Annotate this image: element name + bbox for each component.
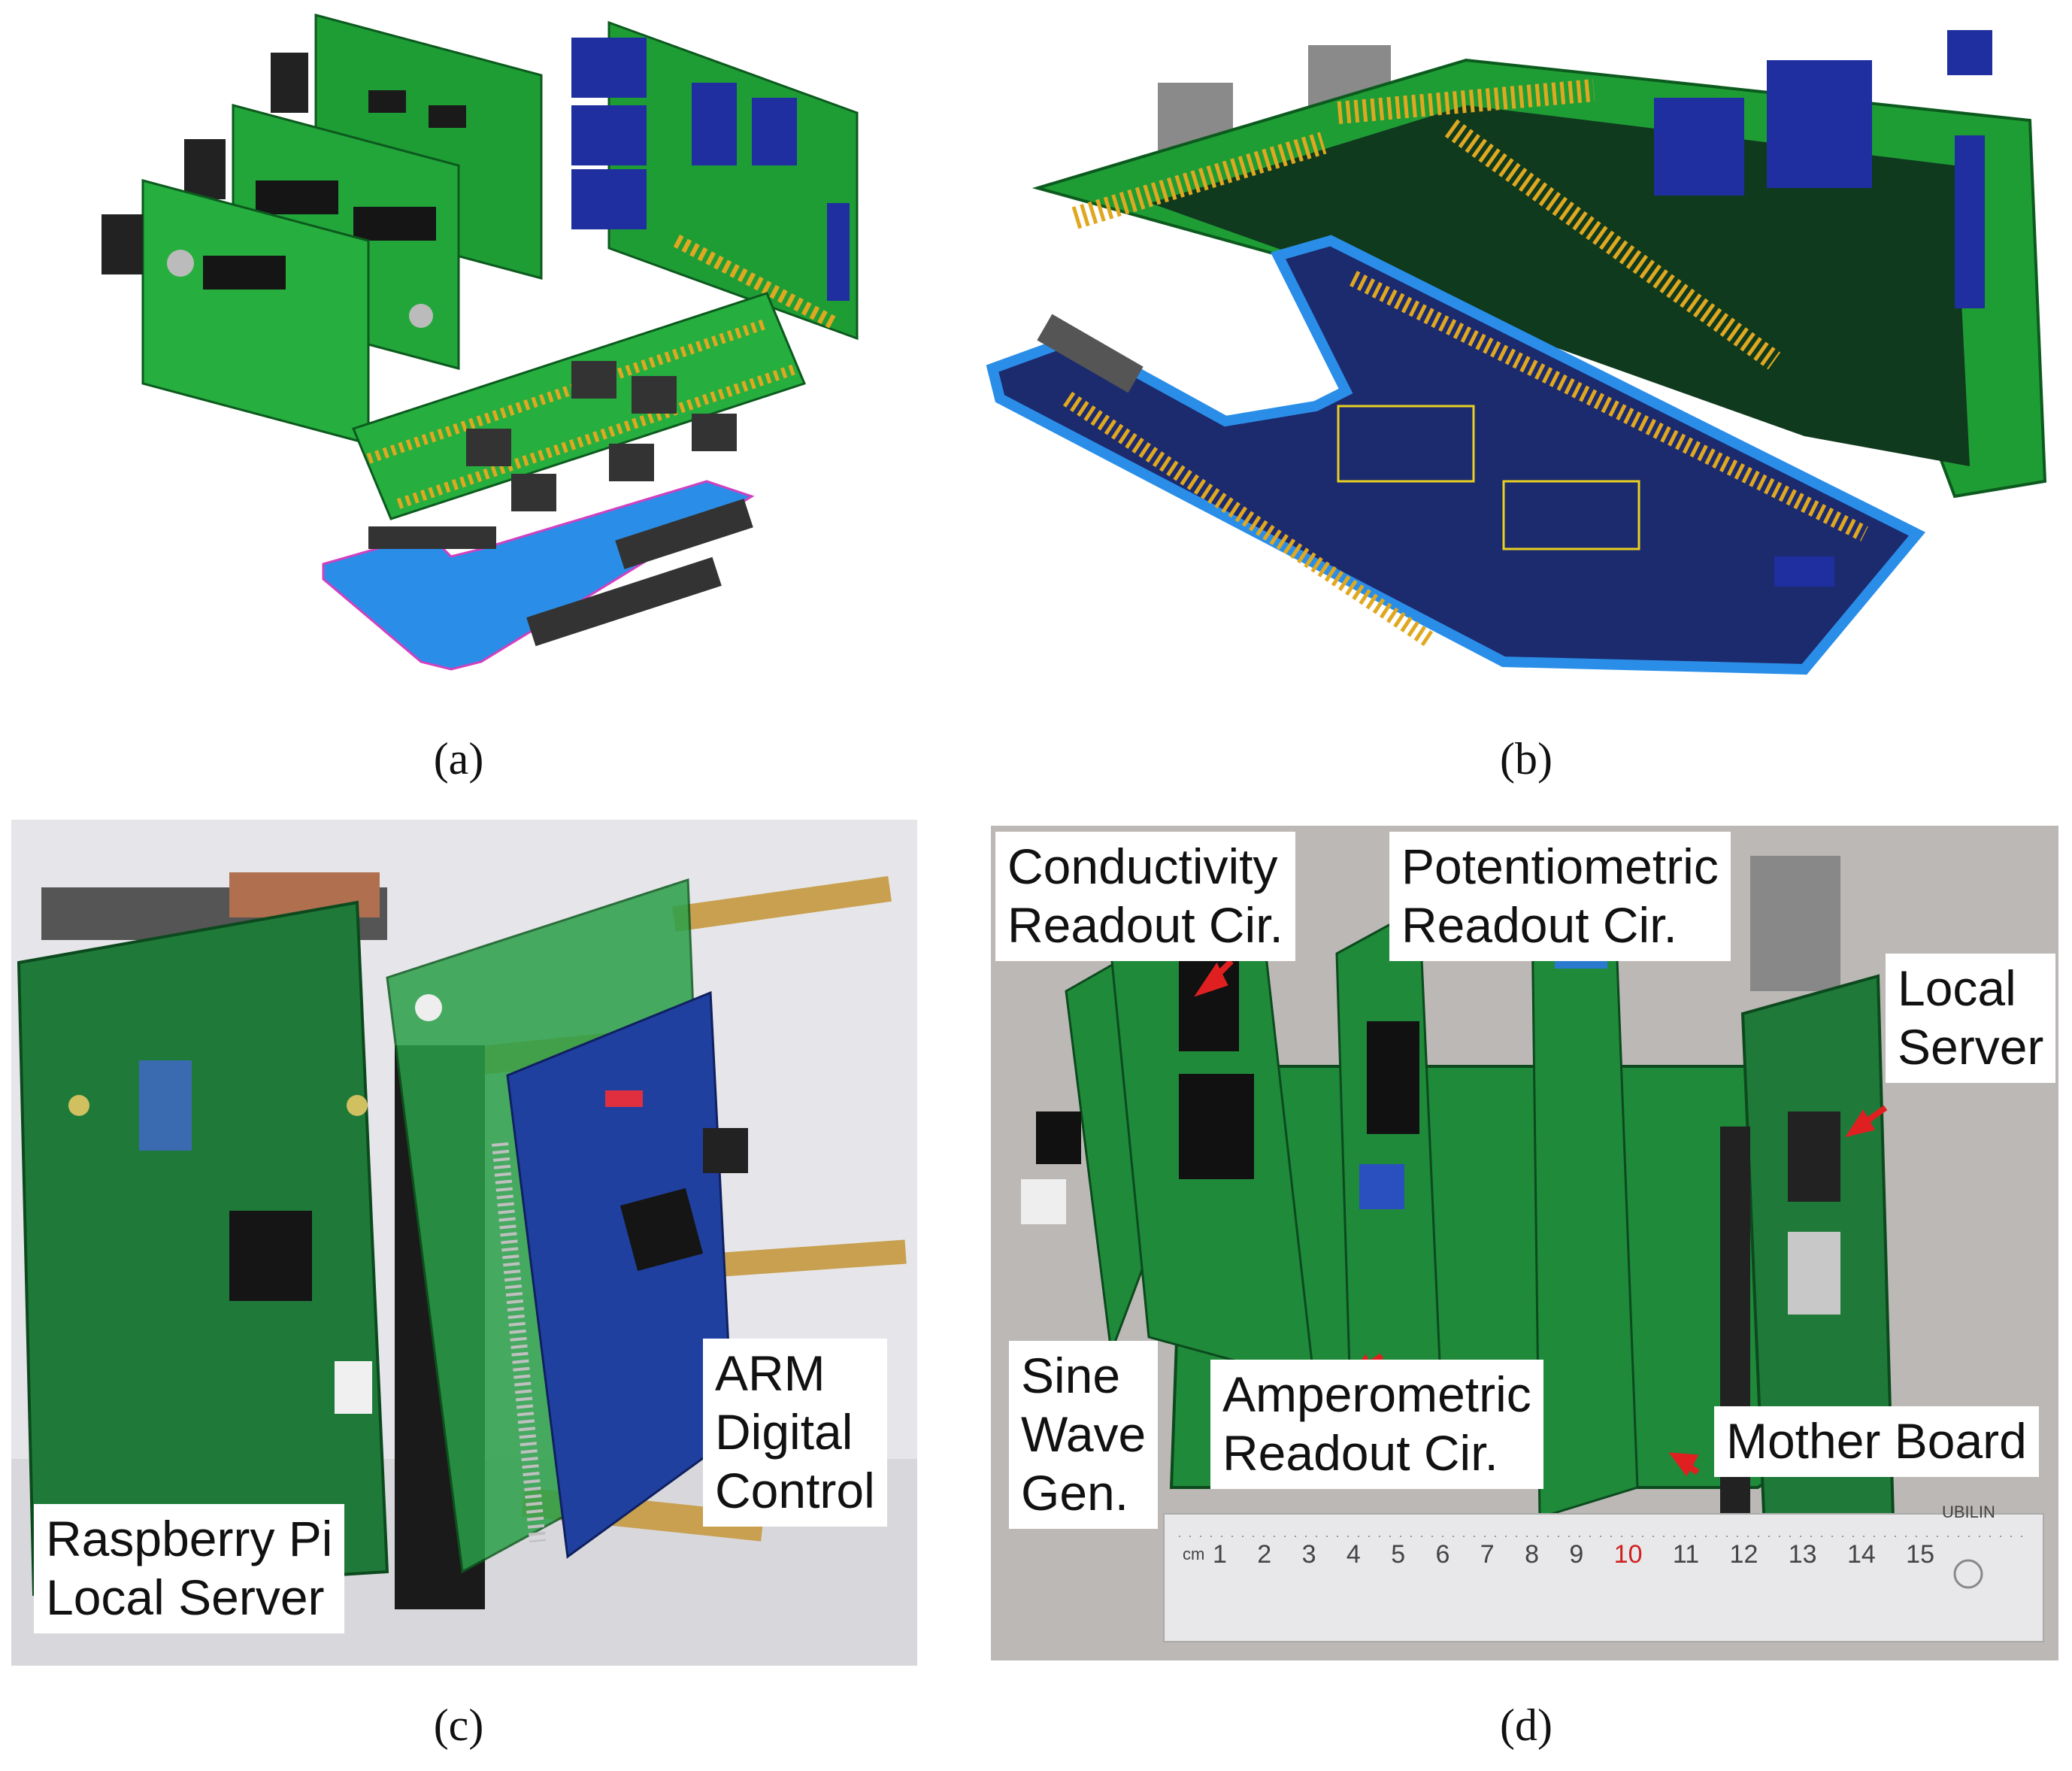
panel-a-cad-exploded [90, 8, 880, 684]
photo-render-d [991, 826, 2058, 1660]
ruler-tick: 2 [1257, 1540, 1272, 1569]
ruler-brand: UBILIN [1942, 1503, 1995, 1521]
ruler: cm 1 2 3 4 5 6 7 8 9 10 11 12 13 14 15 U… [1183, 1503, 2025, 1600]
ruler-tick: 1 [1213, 1540, 1227, 1569]
label-line: Readout Cir. [1222, 1424, 1498, 1481]
ruler-tick: 14 [1846, 1540, 1876, 1569]
label-line: Server [1898, 1018, 2044, 1075]
panel-c-photo: Raspberry Pi Local Server ARM Digital Co… [11, 820, 917, 1666]
caption-d: (d) [1500, 1700, 1552, 1750]
label-line: Potentiometric [1401, 838, 1719, 894]
cad-render-a [101, 14, 859, 671]
ruler-tick: 12 [1729, 1540, 1758, 1569]
label-line: Control [715, 1462, 875, 1518]
ruler-tick: 10 [1613, 1540, 1643, 1569]
ruler-tick: 6 [1435, 1540, 1450, 1569]
label-line: Local Server [46, 1569, 325, 1625]
ruler-tick: 3 [1301, 1540, 1316, 1569]
label-line: Sine [1021, 1348, 1121, 1403]
label-line: Digital [715, 1403, 853, 1460]
label-conductivity-readout: Conductivity Readout Cir. [995, 832, 1295, 961]
cad-render-b [986, 30, 2047, 675]
label-line: Gen. [1021, 1464, 1129, 1521]
ruler-tick: 7 [1480, 1540, 1495, 1569]
label-line: Readout Cir. [1401, 896, 1677, 953]
label-arm-digital-control: ARM Digital Control [703, 1339, 887, 1527]
label-potentiometric-readout: Potentiometric Readout Cir. [1389, 832, 1731, 961]
label-line: Amperometric [1222, 1366, 1531, 1422]
caption-b: (b) [1500, 734, 1552, 784]
ruler-tick: 11 [1672, 1540, 1700, 1569]
caption-c: (c) [433, 1700, 484, 1750]
ruler-tick: 4 [1346, 1540, 1361, 1569]
label-line: ARM [715, 1345, 825, 1401]
label-line: Wave [1021, 1406, 1147, 1462]
label-line: Local [1898, 960, 2016, 1016]
label-line: Raspberry Pi [46, 1511, 333, 1566]
label-line: Readout Cir. [1007, 896, 1283, 953]
ruler-tick: 9 [1569, 1540, 1584, 1569]
label-amperometric-readout: Amperometric Readout Cir. [1210, 1360, 1543, 1489]
label-raspberry-pi-local-server: Raspberry Pi Local Server [34, 1504, 345, 1633]
ruler-tick: 8 [1525, 1540, 1539, 1569]
label-local-server: Local Server [1886, 954, 2056, 1083]
ruler-unit: cm [1183, 1545, 1205, 1563]
caption-a: (a) [433, 734, 484, 784]
ruler-ticks: 1 2 3 4 5 6 7 8 9 10 11 12 13 14 15 [1213, 1540, 1934, 1569]
label-sine-wave-gen: Sine Wave Gen. [1009, 1341, 1159, 1529]
label-line: Conductivity [1007, 838, 1278, 894]
label-mother-board: Mother Board [1714, 1406, 2039, 1477]
ruler-tick: 15 [1906, 1540, 1934, 1569]
panel-d-photo: cm 1 2 3 4 5 6 7 8 9 10 11 12 13 14 15 U… [991, 826, 2058, 1660]
ruler-tick: 13 [1788, 1540, 1817, 1569]
ruler-tick: 5 [1391, 1540, 1406, 1569]
panel-b-cad-assembled [977, 15, 2067, 692]
